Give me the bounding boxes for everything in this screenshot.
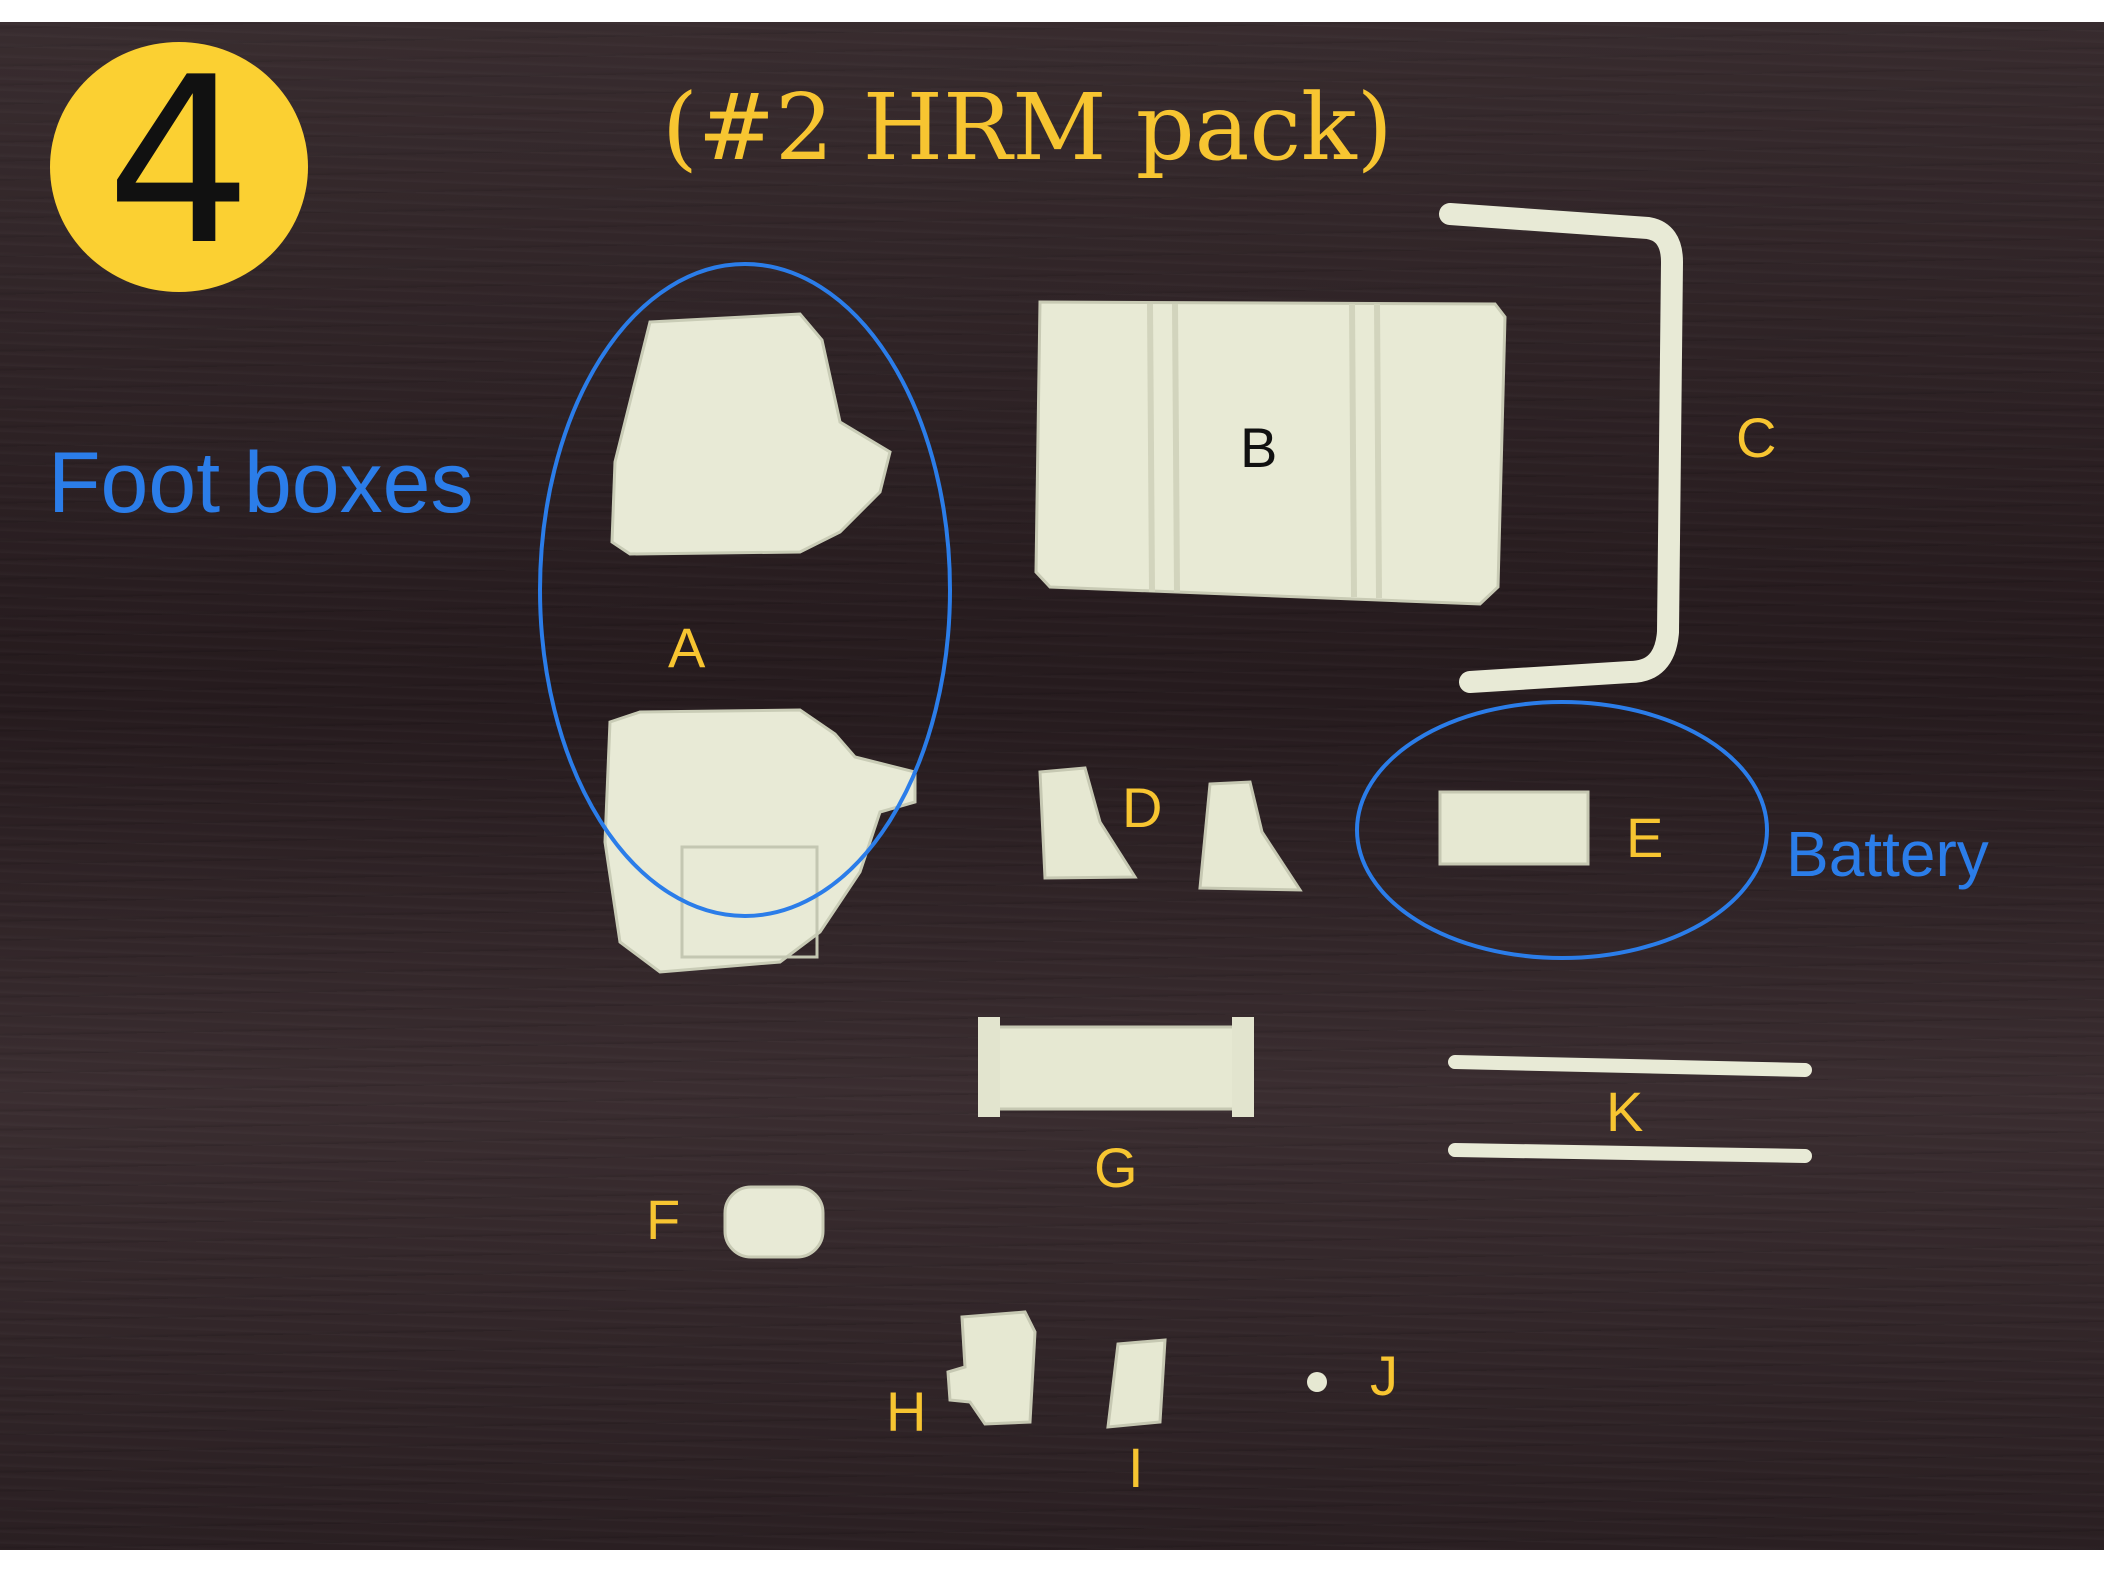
- parts-illustration: [538, 203, 1812, 1429]
- photo-frame: 4 (#2 HRM pack) Foot boxes Battery A B C…: [0, 22, 2104, 1550]
- foot-boxes-annotation: Foot boxes: [48, 435, 474, 531]
- battery-outline: [1355, 700, 1769, 960]
- part-j: [1307, 1372, 1327, 1392]
- part-c-rod: [1439, 203, 1683, 693]
- part-label-g: G: [1094, 1136, 1138, 1199]
- part-label-a: A: [668, 616, 706, 679]
- part-label-i: I: [1128, 1436, 1144, 1499]
- part-label-b: B: [1240, 416, 1278, 479]
- part-label-d: D: [1122, 776, 1163, 839]
- part-k-rod-upper: [1448, 1055, 1812, 1077]
- part-h: [946, 1310, 1037, 1426]
- part-label-e: E: [1626, 806, 1664, 869]
- part-k-rod-lower: [1448, 1143, 1812, 1163]
- foot-box-lower: [603, 708, 917, 974]
- part-label-f: F: [646, 1188, 681, 1251]
- part-g-cylinder: [986, 1025, 1245, 1111]
- part-label-h: H: [886, 1380, 927, 1443]
- step-number-badge: 4: [50, 42, 308, 292]
- page-title: (#2 HRM pack): [662, 74, 1393, 181]
- part-label-j: J: [1370, 1344, 1398, 1407]
- part-d-wedge-left: [1038, 766, 1138, 880]
- part-label-c: C: [1736, 406, 1777, 469]
- part-i: [1106, 1338, 1167, 1429]
- part-f-tank: [723, 1185, 825, 1259]
- part-e-battery: [1438, 790, 1590, 866]
- foot-box-upper: [610, 312, 892, 556]
- part-d-wedge-right: [1198, 780, 1303, 892]
- step-number: 4: [105, 29, 253, 296]
- foot-boxes-outline: [538, 262, 952, 918]
- battery-annotation: Battery: [1786, 818, 1989, 890]
- part-label-k: K: [1606, 1080, 1644, 1143]
